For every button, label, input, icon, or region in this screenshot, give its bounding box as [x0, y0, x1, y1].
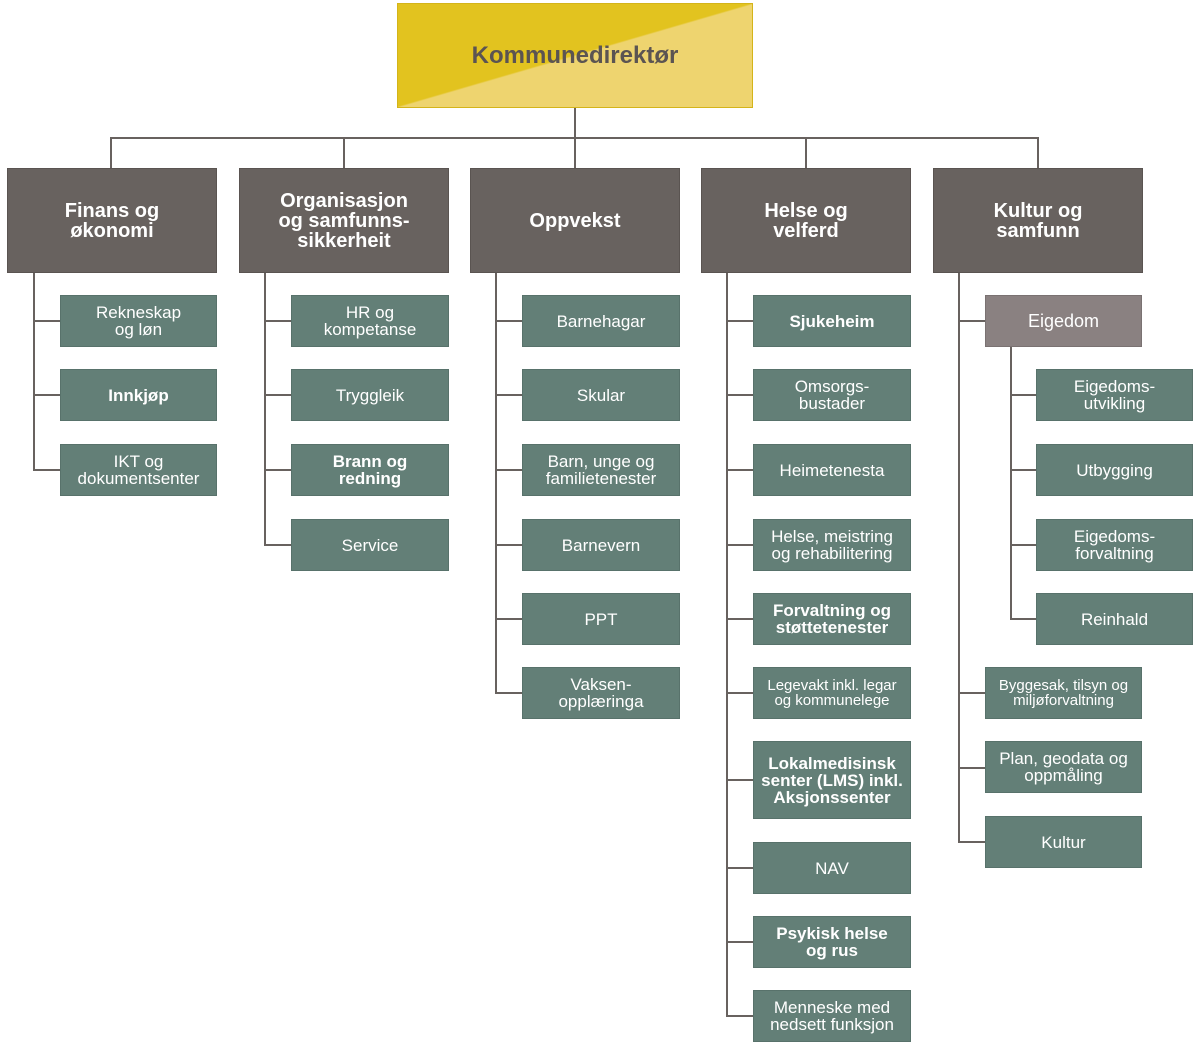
unit-box: Heimetenesta	[753, 444, 911, 496]
director-box: Kommunedirektør	[397, 3, 753, 108]
unit-label: Utbygging	[1076, 460, 1153, 480]
sub-unit-eigedom: Eigedom	[985, 295, 1142, 347]
sub-unit-label: Eigedom	[1027, 311, 1100, 331]
unit-box: Barnehagar	[522, 295, 680, 347]
unit-label: Sjukeheim	[789, 311, 875, 331]
unit-box: Kultur	[985, 816, 1142, 868]
unit-box: Service	[291, 519, 449, 571]
department-label: Oppvekst	[529, 209, 621, 232]
unit-label: PPT	[584, 609, 618, 629]
unit-label: Service	[341, 535, 399, 555]
unit-label: Omsorgs-bustader	[794, 377, 870, 413]
unit-label: Barnevern	[561, 535, 641, 555]
unit-box: Utbygging	[1036, 444, 1193, 496]
unit-box: PPT	[522, 593, 680, 645]
unit-box: Barnevern	[522, 519, 680, 571]
unit-box: Tryggleik	[291, 369, 449, 421]
unit-label: Eigedoms-utvikling	[1073, 377, 1156, 413]
unit-label: NAV	[815, 858, 849, 878]
unit-box: Eigedoms-utvikling	[1036, 369, 1193, 421]
unit-box: NAV	[753, 842, 911, 894]
unit-box: Skular	[522, 369, 680, 421]
department-oppvekst: Oppvekst	[470, 168, 680, 273]
unit-label: Reinhald	[1080, 609, 1149, 629]
unit-box: Eigedoms-forvaltning	[1036, 519, 1193, 571]
unit-box: Vaksen-opplæringa	[522, 667, 680, 719]
unit-box: Reinhald	[1036, 593, 1193, 645]
unit-label: Eigedoms-forvaltning	[1073, 527, 1156, 563]
unit-label: Skular	[576, 385, 626, 405]
unit-label: Tryggleik	[335, 385, 405, 405]
unit-label: Innkjøp	[108, 385, 169, 405]
unit-label: Vaksen-opplæringa	[558, 675, 644, 711]
unit-box: Innkjøp	[60, 369, 217, 421]
unit-label: Heimetenesta	[779, 460, 885, 480]
unit-box: Sjukeheim	[753, 295, 911, 347]
unit-box: Omsorgs-bustader	[753, 369, 911, 421]
director-label: Kommunedirektør	[471, 41, 679, 69]
unit-label: Kultur	[1041, 832, 1086, 852]
unit-label: Barnehagar	[556, 311, 646, 331]
